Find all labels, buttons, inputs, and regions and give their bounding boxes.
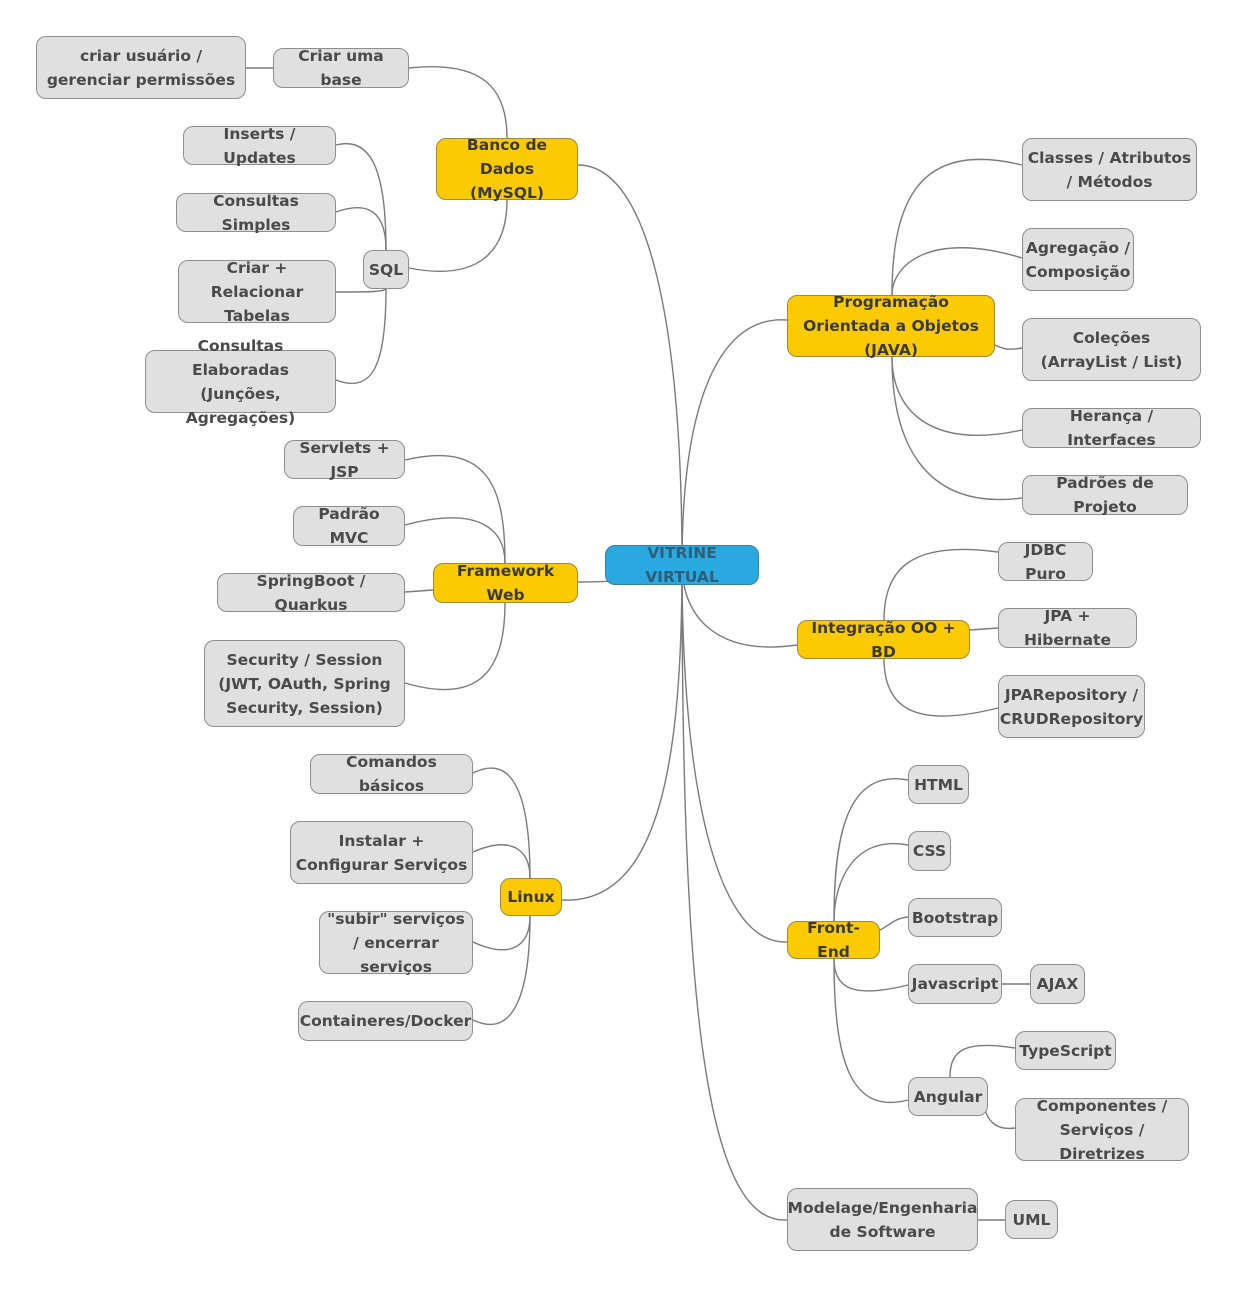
link-int-jdbc <box>883 548 999 621</box>
link-linux-subir <box>472 915 531 951</box>
link-poo-heranca <box>891 356 1023 436</box>
node-subir-servicos[interactable]: "subir" serviços / encerrar serviços <box>319 910 473 976</box>
node-jdbc-puro[interactable]: JDBC Puro <box>998 541 1093 583</box>
link-linux-comandos <box>472 767 531 879</box>
link-fe-javascript <box>833 958 909 992</box>
root-node[interactable]: VITRINE VIRTUAL <box>605 544 759 586</box>
link-fe-bootstrap <box>879 916 909 931</box>
link-linux-containeres <box>472 915 531 1026</box>
link-fe-html <box>833 777 909 922</box>
node-consultas-elaboradas[interactable]: Consultas Elaboradas (Junções, Agregaçõe… <box>145 337 336 427</box>
branch-front-end[interactable]: Front-End <box>787 919 880 961</box>
link-root-poo <box>681 319 788 565</box>
node-criar-tabelas[interactable]: Criar + Relacionar Tabelas <box>178 259 336 325</box>
branch-integracao-oo-bd[interactable]: Integração OO + BD <box>797 619 970 661</box>
node-colecoes[interactable]: Coleções (ArrayList / List) <box>1022 318 1201 381</box>
node-padrao-mvc[interactable]: Padrão MVC <box>293 505 405 547</box>
link-ang-typescript <box>949 1044 1016 1078</box>
node-sql[interactable]: SQL <box>363 250 409 289</box>
branch-framework-web[interactable]: Framework Web <box>433 562 578 604</box>
link-poo-padroes <box>891 356 1023 501</box>
node-jpa-hibernate[interactable]: JPA + Hibernate <box>998 607 1137 649</box>
link-sql-inserts <box>335 142 387 251</box>
node-css[interactable]: CSS <box>908 831 951 871</box>
link-fe-css <box>833 842 909 922</box>
link-root-linux <box>561 563 683 901</box>
node-comandos-basicos[interactable]: Comandos básicos <box>310 753 473 795</box>
node-javascript[interactable]: Javascript <box>908 964 1002 1004</box>
link-root-banco <box>577 164 683 565</box>
link-fw-servlets <box>404 454 506 564</box>
link-poo-classes <box>891 158 1023 296</box>
node-padroes-projeto[interactable]: Padrões de Projeto <box>1022 474 1188 516</box>
node-bootstrap[interactable]: Bootstrap <box>908 898 1002 937</box>
node-security-session[interactable]: Security / Session (JWT, OAuth, Spring S… <box>204 640 405 727</box>
link-fw-security <box>404 602 506 691</box>
link-sql-elaboradas <box>335 287 387 385</box>
node-consultas-simples[interactable]: Consultas Simples <box>176 192 336 234</box>
node-agregacao-composicao[interactable]: Agregação / Composição <box>1022 228 1134 291</box>
node-criar-usuario[interactable]: criar usuário / gerenciar permissões <box>36 36 246 99</box>
link-ang-componentes <box>984 1109 1016 1130</box>
link-fw-mvc <box>404 517 506 564</box>
node-containeres-docker[interactable]: Containeres/Docker <box>298 1001 473 1041</box>
node-ajax[interactable]: AJAX <box>1030 964 1085 1004</box>
link-fe-angular <box>833 958 909 1104</box>
link-int-jparepo <box>883 657 999 717</box>
link-root-frontend <box>681 563 788 943</box>
link-banco-criarbase <box>408 66 508 139</box>
link-linux-instalar <box>472 844 531 879</box>
node-heranca-interfaces[interactable]: Herança / Interfaces <box>1022 407 1201 449</box>
link-sql-consultas <box>335 206 387 251</box>
branch-linux[interactable]: Linux <box>500 878 562 916</box>
node-springboot-quarkus[interactable]: SpringBoot / Quarkus <box>217 572 405 614</box>
link-root-modelagem <box>681 563 788 1221</box>
node-criar-base[interactable]: Criar uma base <box>273 47 409 89</box>
node-uml[interactable]: UML <box>1005 1200 1058 1239</box>
node-html[interactable]: HTML <box>908 765 969 804</box>
node-angular[interactable]: Angular <box>908 1077 988 1116</box>
link-fw-spring <box>404 589 434 593</box>
branch-poo-java[interactable]: Programação Orientada a Objetos (JAVA) <box>787 293 995 359</box>
link-poo-colecoes <box>994 344 1023 350</box>
branch-banco-de-dados[interactable]: Banco de Dados (MySQL) <box>436 136 578 202</box>
node-servlets-jsp[interactable]: Servlets + JSP <box>284 439 405 481</box>
node-instalar-configurar[interactable]: Instalar + Configurar Serviços <box>290 821 473 884</box>
link-banco-sql <box>408 199 508 272</box>
node-modelagem-engenharia[interactable]: Modelage/Engenharia de Software <box>787 1188 978 1251</box>
node-inserts-updates[interactable]: Inserts / Updates <box>183 125 336 167</box>
node-jparepository[interactable]: JPARepository / CRUDRepository <box>998 675 1145 738</box>
link-int-jpa <box>969 627 999 631</box>
node-classes-atributos[interactable]: Classes / Atributos / Métodos <box>1022 138 1197 201</box>
link-poo-agregacao <box>891 247 1023 296</box>
node-typescript[interactable]: TypeScript <box>1015 1031 1116 1070</box>
node-componentes[interactable]: Componentes / Serviços / Diretrizes <box>1015 1097 1189 1163</box>
